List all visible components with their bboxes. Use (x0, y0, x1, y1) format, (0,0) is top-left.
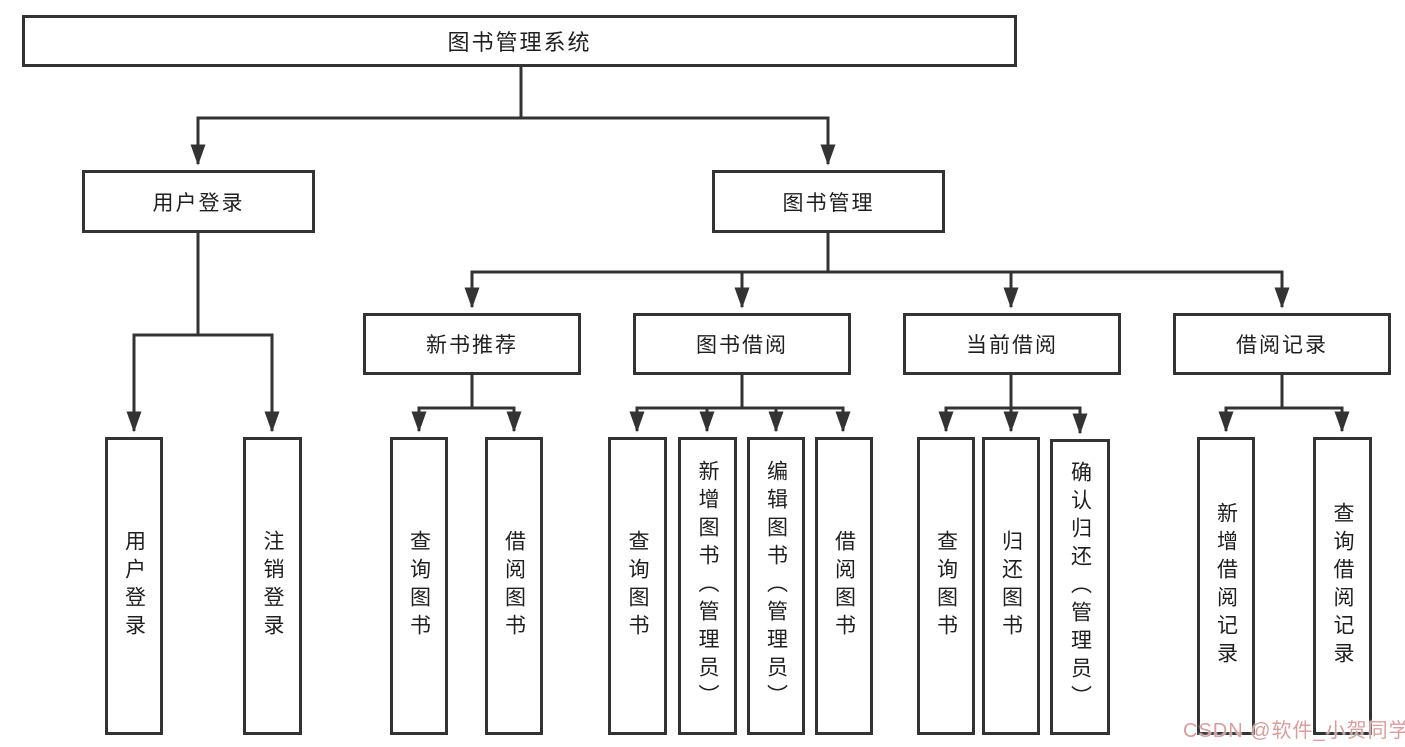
leaf-nb-borrow-book-label: 借阅图书 (502, 530, 526, 642)
node-root: 图书管理系统 (22, 15, 1017, 67)
leaf-user-login-label: 用户登录 (122, 530, 146, 642)
leaf-nb-borrow-book: 借阅图书 (485, 437, 543, 735)
node-user-login-label: 用户登录 (152, 191, 245, 215)
leaf-user-login: 用户登录 (105, 437, 163, 735)
leaf-br-query-record-label: 查询借阅记录 (1331, 502, 1354, 670)
leaf-cb-return-book-label: 归还图书 (999, 530, 1023, 642)
leaf-bb-query-book-label: 查询图书 (626, 530, 649, 642)
node-book-borrow: 图书借阅 (633, 313, 851, 375)
node-root-label: 图书管理系统 (447, 30, 592, 55)
node-new-book-rec: 新书推荐 (363, 313, 581, 375)
leaf-bb-add-book-admin-label: 新增图书（管理员） (696, 460, 719, 712)
leaf-cb-query-book-label: 查询图书 (934, 530, 958, 642)
leaf-cb-query-book: 查询图书 (917, 437, 975, 735)
node-current-borrow-label: 当前借阅 (966, 334, 1058, 357)
leaf-bb-edit-book-admin: 编辑图书（管理员） (747, 437, 805, 735)
leaf-logout-label: 注销登录 (261, 530, 284, 642)
leaf-bb-borrow-book-label: 借阅图书 (832, 530, 856, 642)
node-user-login: 用户登录 (82, 170, 315, 233)
leaf-cb-confirm-return-admin: 确认归还（管理员） (1050, 439, 1110, 735)
leaf-logout: 注销登录 (243, 437, 302, 735)
node-borrow-record: 借阅记录 (1173, 313, 1391, 375)
leaf-cb-confirm-return-admin-label: 确认归还（管理员） (1068, 461, 1092, 713)
csdn-watermark: CSDN @软件_小贺同学 (1183, 720, 1405, 742)
leaf-bb-edit-book-admin-label: 编辑图书（管理员） (764, 460, 788, 712)
node-book-borrow-label: 图书借阅 (696, 334, 788, 357)
node-book-mgmt-label: 图书管理 (782, 191, 875, 215)
leaf-br-add-record: 新增借阅记录 (1197, 437, 1255, 735)
leaf-br-query-record: 查询借阅记录 (1313, 437, 1372, 735)
leaf-cb-return-book: 归还图书 (982, 437, 1040, 735)
leaf-br-add-record-label: 新增借阅记录 (1214, 502, 1238, 670)
node-current-borrow: 当前借阅 (903, 313, 1121, 375)
leaf-bb-add-book-admin: 新增图书（管理员） (678, 437, 737, 735)
node-borrow-record-label: 借阅记录 (1236, 334, 1328, 357)
leaf-nb-query-book: 查询图书 (390, 437, 448, 735)
leaf-nb-query-book-label: 查询图书 (407, 530, 431, 642)
node-book-mgmt: 图书管理 (712, 170, 945, 233)
node-new-book-rec-label: 新书推荐 (426, 334, 518, 357)
leaf-bb-borrow-book: 借阅图书 (815, 437, 873, 735)
leaf-bb-query-book: 查询图书 (608, 437, 667, 735)
